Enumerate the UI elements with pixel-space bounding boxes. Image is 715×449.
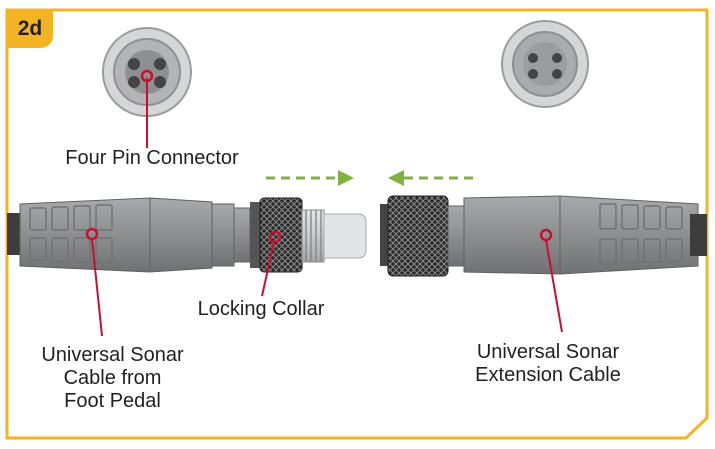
label-extension-cable: Universal Sonar Extension Cable: [458, 341, 638, 387]
callout-foot-pedal-cable: [85, 227, 103, 337]
callout-locking-collar: [261, 230, 282, 297]
extension-cable-connector: [380, 195, 707, 277]
label-foot-pedal-cable-line3: Foot Pedal: [64, 390, 161, 412]
label-foot-pedal-cable-line2: Cable from: [63, 367, 162, 389]
callout-four-pin-connector: [140, 69, 154, 148]
figure-frame: [5, 8, 709, 440]
arrow-right-icon: [266, 170, 354, 186]
foot-pedal-cable-connector: [7, 197, 367, 273]
four-pin-connector-face-right: [501, 20, 589, 108]
label-four-pin-connector: Four Pin Connector: [65, 147, 239, 169]
callout-extension-cable: [539, 228, 563, 333]
label-locking-collar: Locking Collar: [197, 298, 325, 320]
label-foot-pedal-cable-line1: Universal Sonar: [41, 344, 184, 366]
label-extension-cable-line2: Extension Cable: [475, 364, 621, 386]
arrow-left-icon: [388, 170, 476, 186]
label-extension-cable-line1: Universal Sonar: [476, 341, 620, 363]
label-foot-pedal-cable: Universal Sonar Cable from Foot Pedal: [20, 344, 205, 413]
step-badge: 2d: [7, 10, 53, 48]
